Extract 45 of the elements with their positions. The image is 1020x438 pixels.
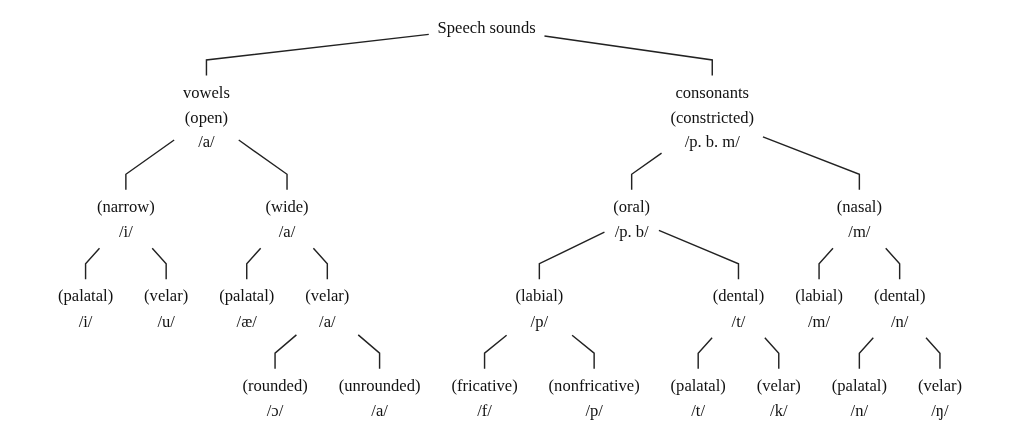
connector	[764, 337, 780, 370]
node-text: (wide) /a/	[265, 197, 309, 240]
node-text: (unrounded) /a/	[338, 376, 421, 419]
node-text: (fricative) /f/	[451, 376, 518, 419]
connector	[151, 247, 167, 280]
connector	[571, 334, 595, 370]
node-text: Speech sounds	[437, 18, 536, 37]
connector	[238, 139, 288, 191]
connector	[762, 136, 861, 191]
connector	[84, 247, 101, 280]
node-text: (palatal) /t/	[670, 376, 726, 419]
connector	[312, 247, 329, 280]
node-text: (oral) /p. b/	[613, 197, 651, 240]
connector	[538, 231, 606, 280]
connector	[697, 337, 713, 370]
node-text: (palatal) /æ/	[219, 286, 275, 330]
connector	[246, 247, 262, 280]
node-text: (dental) /n/	[873, 286, 926, 330]
connector	[357, 334, 381, 370]
connector	[818, 247, 834, 280]
connector	[125, 139, 175, 191]
connector	[658, 229, 740, 280]
connector	[925, 337, 941, 370]
node-text: (labial) /p/	[515, 286, 564, 330]
connector	[483, 334, 508, 370]
connector	[274, 334, 298, 370]
connector	[858, 337, 874, 370]
node-text: consonants (constricted) /p. b. m/	[670, 83, 755, 151]
node-text: (velar) /u/	[144, 286, 189, 330]
connector	[630, 152, 663, 191]
node-text: (narrow) /i/	[96, 197, 155, 240]
node-text: (dental) /t/	[712, 286, 765, 330]
connector	[543, 35, 713, 77]
node-text: (palatal) /n/	[831, 376, 887, 419]
node-text: (velar) /ŋ/	[917, 376, 963, 419]
node-text: (nonfricative) /p/	[548, 376, 640, 419]
node-text: (velar) /a/	[305, 286, 350, 330]
node-text: (velar) /k/	[756, 376, 801, 419]
node-text: vowels (open) /a/	[182, 83, 230, 151]
node-text: (palatal) /i/	[57, 286, 114, 330]
connector	[885, 247, 901, 280]
node-text: (labial) /m/	[795, 286, 843, 330]
node-text: (rounded) /ɔ/	[242, 376, 308, 419]
connector	[205, 33, 430, 77]
node-text: (nasal) /m/	[836, 197, 882, 240]
